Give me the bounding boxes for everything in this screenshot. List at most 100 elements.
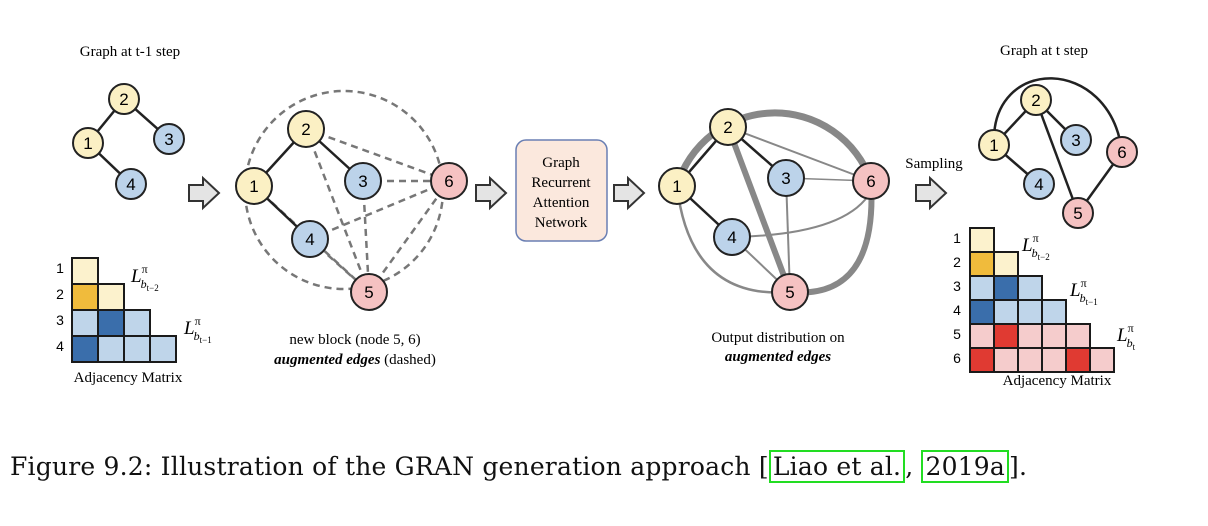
gran-box-line: Network xyxy=(535,215,588,231)
node-label-1: 1 xyxy=(83,134,92,153)
node-1 xyxy=(72,127,104,159)
adjacency-matrix-right xyxy=(969,227,1115,373)
aug-edge-2-5 xyxy=(304,128,371,293)
adjacency-label-left: Adjacency Matrix xyxy=(74,370,183,386)
prev-graph-title: Graph at t-1 step xyxy=(80,44,180,60)
node-label-5: 5 xyxy=(364,283,373,302)
next-graph xyxy=(978,77,1138,229)
node-label-5: 5 xyxy=(1073,204,1082,223)
node-label-1: 1 xyxy=(672,177,681,196)
matrix-cell xyxy=(1017,299,1043,325)
citation-link-year[interactable]: 2019a xyxy=(921,450,1010,483)
output-caption-line2: augmented edges xyxy=(725,349,831,365)
matrix-cell xyxy=(1041,299,1067,325)
node-3 xyxy=(767,159,805,197)
matrix-cell xyxy=(123,335,151,363)
node-1 xyxy=(978,129,1010,161)
adjacency-matrix-left xyxy=(71,257,177,363)
matrix-cell xyxy=(97,335,125,363)
matrix-row-label: 1 xyxy=(56,260,64,276)
gran-box-line: Recurrent xyxy=(531,175,591,191)
matrix-cell xyxy=(1017,347,1043,373)
matrix-cell xyxy=(71,309,99,337)
node-label-3: 3 xyxy=(358,172,367,191)
node-label-5: 5 xyxy=(785,283,794,302)
matrix-cell xyxy=(123,309,151,337)
prob-edge-5-6-thick xyxy=(789,180,875,296)
matrix-cell xyxy=(969,299,995,325)
node-6 xyxy=(1106,136,1138,168)
node-label-6: 6 xyxy=(866,172,875,191)
node-label-2: 2 xyxy=(1031,91,1040,110)
matrix-cell xyxy=(993,299,1019,325)
node-4 xyxy=(115,168,147,200)
matrix-cell xyxy=(969,323,995,349)
arrow-right-icon xyxy=(613,177,645,209)
node-label-3: 3 xyxy=(164,130,173,149)
matrix-cell xyxy=(969,347,995,373)
gran-network-box xyxy=(515,139,608,242)
prob-edge-4-6 xyxy=(731,195,869,238)
matrix-row-label: 6 xyxy=(953,350,961,366)
matrix-row-label: 2 xyxy=(953,254,961,270)
matrix-cell xyxy=(969,227,995,253)
output-distribution-graph xyxy=(658,108,890,311)
output-caption-line1: Output distribution on xyxy=(711,330,845,346)
node-label-4: 4 xyxy=(305,230,314,249)
matrix-row-label: 5 xyxy=(953,326,961,342)
adjacency-matrix-right-row-labels: 1 2 3 4 5 6 xyxy=(953,230,961,366)
matrix-cell xyxy=(969,275,995,301)
matrix-cell xyxy=(1089,347,1115,373)
node-2 xyxy=(108,83,140,115)
node-4 xyxy=(713,218,751,256)
gran-box-line: Attention xyxy=(533,195,590,211)
node-3 xyxy=(344,162,382,200)
node-label-2: 2 xyxy=(723,118,732,137)
gran-box-line: Graph xyxy=(542,155,580,171)
matrix-cell xyxy=(1041,323,1067,349)
adjacency-label-right: Adjacency Matrix xyxy=(1003,373,1112,389)
matrix-cell xyxy=(1017,323,1043,349)
node-label-6: 6 xyxy=(1117,143,1126,162)
caption-prefix: Figure 9.2: Illustration of the GRAN gen… xyxy=(10,452,769,481)
node-label-3: 3 xyxy=(1071,131,1080,150)
matrix-cell xyxy=(1017,275,1043,301)
citation-link-authors[interactable]: Liao et al. xyxy=(768,450,906,483)
node-5 xyxy=(350,273,388,311)
node-6 xyxy=(852,162,890,200)
matrix-cell xyxy=(993,323,1019,349)
node-1 xyxy=(235,167,273,205)
aug-edge-5-6 xyxy=(367,180,451,293)
prob-edge-1-6-thick xyxy=(673,109,875,187)
node-label-2: 2 xyxy=(301,120,310,139)
matrix-row-label: 4 xyxy=(56,338,64,354)
node-label-4: 4 xyxy=(727,228,736,247)
node-3 xyxy=(153,123,185,155)
aug-edge-2-6 xyxy=(305,127,450,183)
arrow-right-icon xyxy=(915,177,947,209)
new-block-caption-line2: augmented edges (dashed) xyxy=(274,352,436,368)
matrix-row-label: 3 xyxy=(56,312,64,328)
node-label-3: 3 xyxy=(781,169,790,188)
node-5 xyxy=(771,273,809,311)
node-4 xyxy=(1023,168,1055,200)
node-label-6: 6 xyxy=(444,172,453,191)
next-graph-title: Graph at t step xyxy=(1000,43,1088,59)
prob-edge-2-5-thick xyxy=(725,125,793,294)
edge-2-5 xyxy=(1034,99,1080,214)
matrix-cell xyxy=(97,283,125,311)
node-label-1: 1 xyxy=(249,177,258,196)
node-label-1: 1 xyxy=(989,136,998,155)
node-label-4: 4 xyxy=(1034,175,1043,194)
arrow-right-icon xyxy=(188,177,220,209)
node-2 xyxy=(1020,84,1052,116)
node-label-4: 4 xyxy=(126,175,135,194)
arrow-right-icon xyxy=(475,177,507,209)
node-2 xyxy=(287,110,325,148)
prev-graph-nodes xyxy=(72,83,185,200)
edge-1-6 xyxy=(992,77,1124,153)
augmented-boundary xyxy=(243,89,445,291)
